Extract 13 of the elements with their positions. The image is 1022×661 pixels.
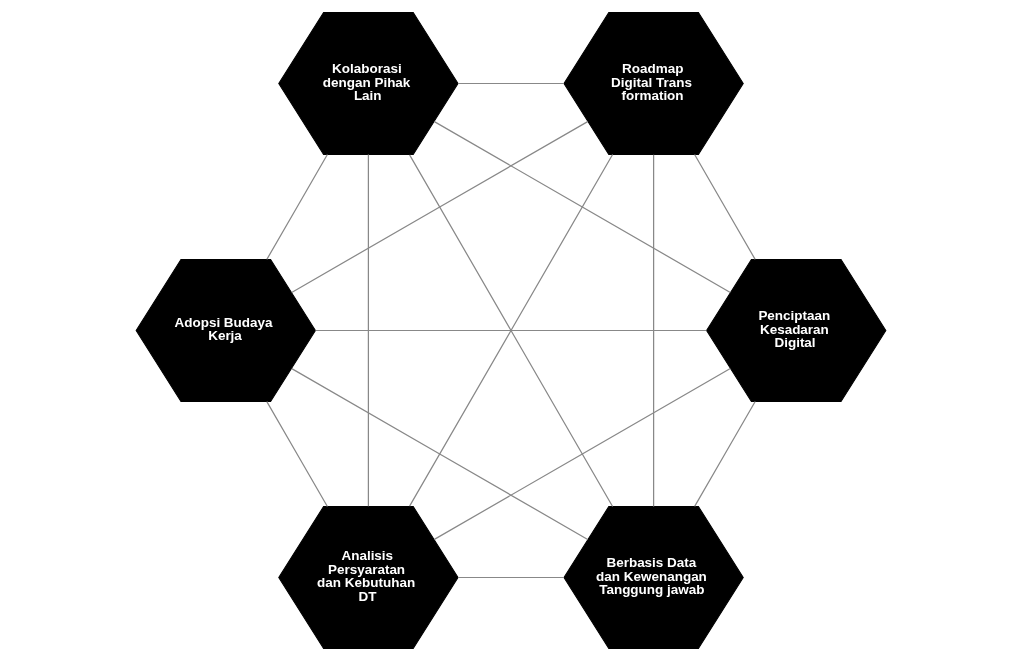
- connector: [291, 120, 589, 294]
- connector: [694, 153, 756, 260]
- connector: [314, 329, 708, 332]
- connector: [694, 400, 756, 507]
- connector: [457, 82, 565, 85]
- connector: [367, 153, 369, 507]
- connector: [457, 576, 565, 579]
- connector: [291, 368, 589, 541]
- connector: [653, 154, 655, 508]
- connector: [266, 153, 328, 260]
- connector: [266, 401, 328, 508]
- connector: [433, 367, 731, 541]
- connector: [433, 120, 731, 294]
